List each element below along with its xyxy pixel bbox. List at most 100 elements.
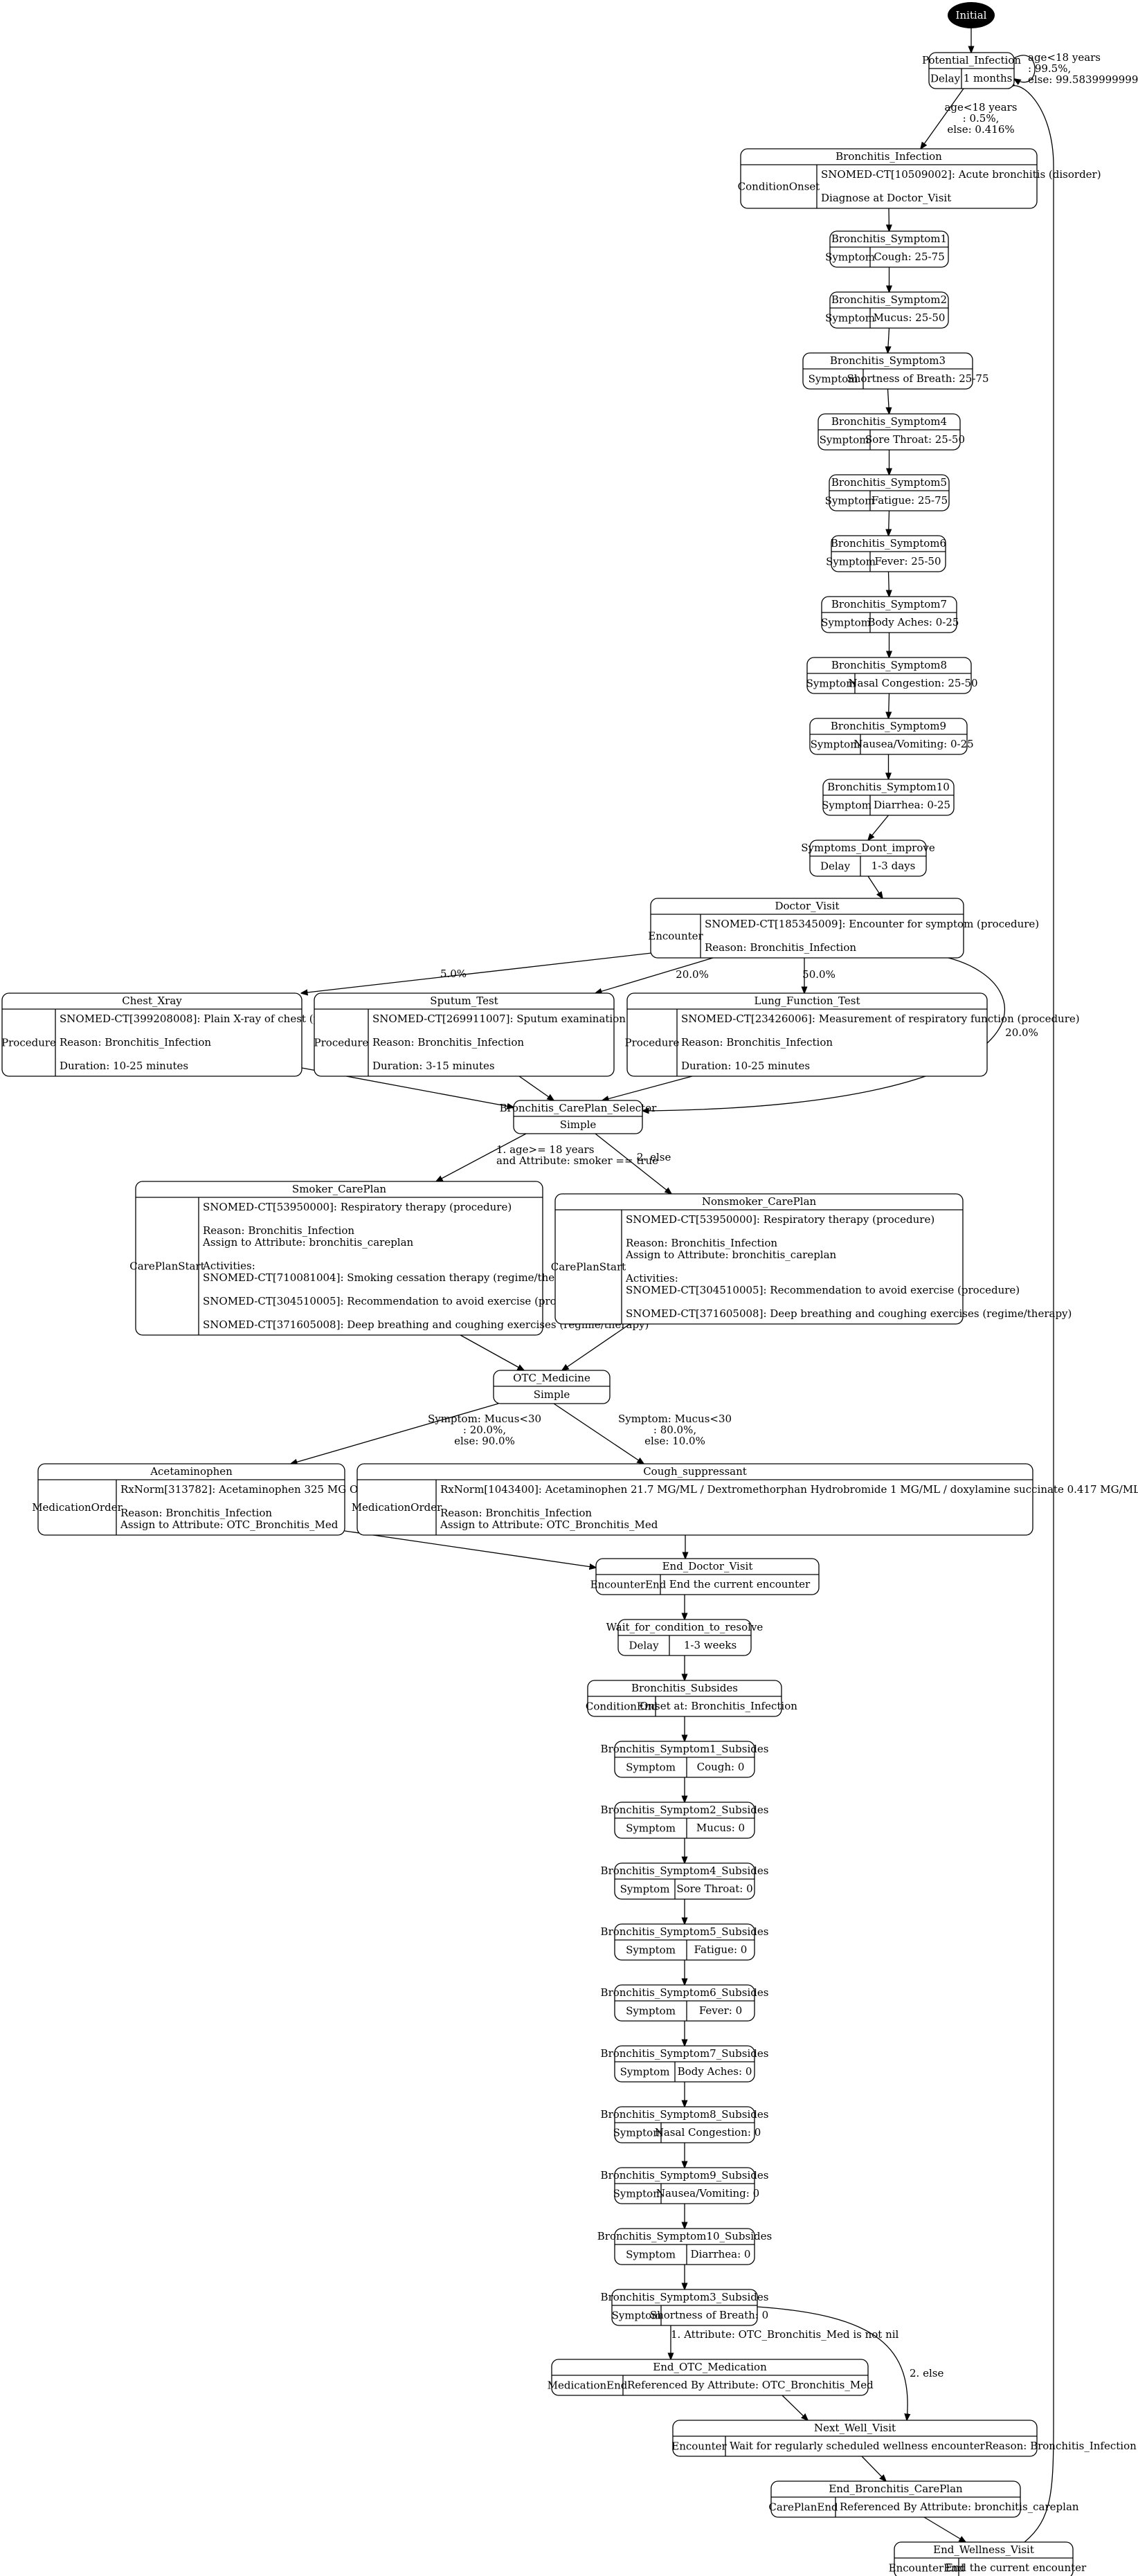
state-ss3[interactable]: Bronchitis_Symptom3_SubsidesSymptomShort…	[601, 2289, 769, 2326]
transition-labels: age<18 years: 99.5%,else: 99.58399999999…	[428, 51, 1138, 2379]
state-detail-line: SNOMED-CT[371605008]: Deep breathing and…	[203, 1318, 649, 1331]
state-type: Symptom	[626, 2005, 676, 2017]
state-ss9[interactable]: Bronchitis_Symptom9_SubsidesSymptomNause…	[601, 2167, 769, 2204]
state-st[interactable]: Sputum_TestProcedureSNOMED-CT[269911007]…	[314, 992, 692, 1077]
state-detail-line: SNOMED-CT[269911007]: Sputum examination…	[372, 1013, 692, 1025]
state-detail-line: RxNorm[313782]: Acetaminophen 325 MG Ora…	[120, 1483, 408, 1496]
state-title: Potential_Infection	[922, 54, 1021, 66]
initial-label: Initial	[956, 9, 987, 21]
state-detail-line: Mucus: 25-50	[874, 311, 946, 324]
state-detail-line: Diagnose at Doctor_Visit	[821, 192, 951, 204]
state-detail-line: Fever: 0	[699, 2004, 742, 2017]
state-cx[interactable]: Chest_XrayProcedureSNOMED-CT[399208008]:…	[1, 992, 372, 1077]
state-type: Symptom	[620, 1883, 670, 1896]
state-title: Bronchitis_Symptom3_Subsides	[601, 2291, 769, 2303]
state-detail-line: Reason: Bronchitis_Infection	[203, 1224, 354, 1237]
state-type: Encounter	[671, 2440, 727, 2453]
edge-ewv-potential	[1009, 86, 1054, 2543]
edge-label-dv-st: 20.0%	[676, 968, 709, 981]
state-title: Bronchitis_Symptom9_Subsides	[601, 2169, 769, 2182]
state-detail-line: Fever: 25-50	[874, 555, 941, 568]
edge-label-cps-smk: and Attribute: smoker == true	[496, 1154, 658, 1167]
state-title: Smoker_CarePlan	[292, 1183, 386, 1195]
state-cs[interactable]: Cough_suppressantMedicationOrderRxNorm[1…	[352, 1463, 1138, 1536]
state-detail-line: Sore Throat: 25-50	[865, 433, 965, 446]
state-type: Symptom	[806, 678, 856, 690]
state-s9[interactable]: Bronchitis_Symptom9SymptomNausea/Vomitin…	[809, 718, 974, 755]
state-title: Next_Well_Visit	[814, 2422, 896, 2434]
state-title: Bronchitis_Symptom7_Subsides	[601, 2047, 769, 2060]
state-title: Nonsmoker_CarePlan	[702, 1195, 817, 1208]
state-type: Symptom	[620, 2066, 670, 2078]
state-detail-line: Reason: Bronchitis_Infection	[372, 1036, 524, 1049]
state-title: Bronchitis_Symptom6	[831, 537, 946, 550]
edge-label-cps-smk: 1. age>= 18 years	[496, 1143, 594, 1156]
state-ace[interactable]: AcetaminophenMedicationOrderRxNorm[31378…	[32, 1463, 408, 1536]
edge-lf-cps	[602, 1076, 693, 1100]
edge-smk-otc	[460, 1334, 524, 1370]
state-detail-line: Assign to Attribute: OTC_Bronchitis_Med	[440, 1518, 658, 1531]
state-nsm[interactable]: Nonsmoker_CarePlanCarePlanStartSNOMED-CT…	[551, 1193, 1072, 1325]
edge-label-otc-cs: else: 10.0%	[644, 1435, 705, 1447]
state-detail-line: Reason: Bronchitis_Infection	[440, 1507, 592, 1519]
state-type: EncounterEnd	[590, 1579, 667, 1591]
state-type: EncounterEnd	[889, 2562, 965, 2575]
state-detail-line: 1 months	[964, 72, 1013, 84]
state-type: Symptom	[821, 617, 871, 629]
state-dv[interactable]: Doctor_VisitEncounterSNOMED-CT[185345009…	[648, 898, 1039, 959]
edge-s3-s4	[888, 388, 889, 414]
state-detail-line: Activities:	[202, 1260, 255, 1272]
edge-otc-cs	[553, 1403, 644, 1464]
state-detail-line: SNOMED-CT[304510005]: Recommendation to …	[203, 1295, 597, 1307]
state-smk[interactable]: Smoker_CarePlanCarePlanStartSNOMED-CT[53…	[129, 1181, 649, 1336]
state-detail-line: Cough: 0	[697, 1761, 745, 1773]
state-detail-line: Assign to Attribute: bronchitis_careplan	[202, 1236, 414, 1249]
state-detail-line: 1-3 weeks	[684, 1639, 737, 1651]
state-ss8[interactable]: Bronchitis_Symptom8_SubsidesSymptomNasal…	[601, 2106, 769, 2143]
state-lf[interactable]: Lung_Function_TestProcedureSNOMED-CT[234…	[625, 992, 1080, 1077]
state-detail-line: Reason: Bronchitis_Infection	[705, 941, 856, 954]
state-type: ConditionEnd	[586, 1700, 658, 1713]
state-detail-line: Shortness of Breath: 0	[650, 2309, 768, 2321]
initial-state[interactable]: Initial	[948, 2, 995, 28]
state-title: Bronchitis_Subsides	[631, 1682, 738, 1694]
state-type: Symptom	[820, 434, 869, 446]
state-type: Simple	[560, 1118, 597, 1131]
state-type: Delay	[820, 860, 851, 873]
state-type: Symptom	[825, 495, 875, 507]
state-title: Bronchitis_Symptom8_Subsides	[601, 2108, 769, 2121]
edge-label-otc-ace: else: 90.0%	[454, 1435, 515, 1447]
state-type: Symptom	[809, 373, 858, 386]
state-detail-line: Mucus: 0	[696, 1822, 745, 1834]
state-type: CarePlanEnd	[768, 2501, 838, 2514]
state-bi[interactable]: Bronchitis_InfectionConditionOnsetSNOMED…	[738, 148, 1101, 209]
state-type: Simple	[534, 1388, 570, 1401]
